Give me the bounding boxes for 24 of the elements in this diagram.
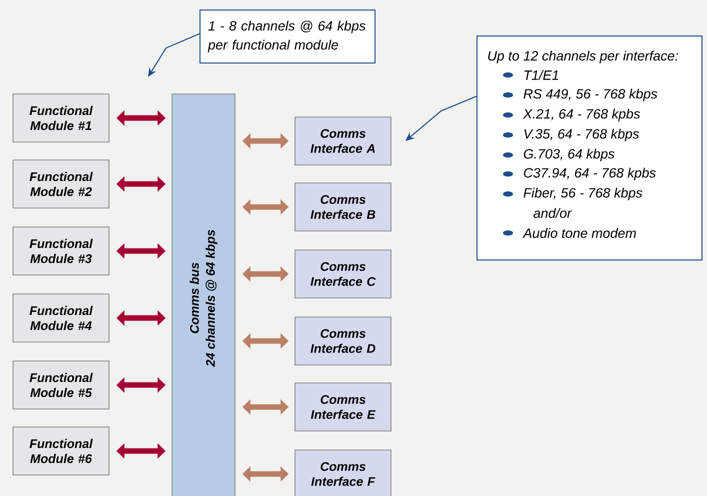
module-box: Functional Module #6 <box>12 426 110 476</box>
list-item: RS 449, 56 - 768 kbps <box>524 88 658 102</box>
module-box: Functional Module #2 <box>12 160 110 208</box>
module-box: Functional Module #3 <box>12 226 110 276</box>
list-item: Up to 12 channels per interface: <box>488 50 678 64</box>
interface-box: Comms Interface F <box>294 450 392 496</box>
interface-box: Comms Interface C <box>294 250 392 298</box>
list-item: G.703, 64 kbps <box>524 148 614 162</box>
interface-box: Comms Interface A <box>294 116 392 166</box>
bus-bar: Comms bus 24 channels @ 64 kbps <box>172 94 236 496</box>
interface-box: Comms Interface E <box>294 382 392 432</box>
list-item: V.35, 64 - 768 kbps <box>524 128 639 142</box>
interface-box: Comms Interface D <box>294 316 392 366</box>
module-box: Functional Module #1 <box>12 94 110 142</box>
list-item: T1/E1 <box>524 70 558 80</box>
callout-box: 1 - 8 channels @ 64 kbps per functional module <box>200 10 376 64</box>
list-item: Fiber, 56 - 768 kbps <box>524 188 642 200</box>
module-box: Functional Module #4 <box>12 294 110 342</box>
list-item: X.21, 64 - 768 kpbs <box>522 108 640 122</box>
list-item: C37.94, 64 - 768 kpbs <box>524 168 656 180</box>
module-box: Functional Module #5 <box>12 360 110 410</box>
list-item: and/or <box>534 208 572 218</box>
list-item: Audio tone modem <box>522 228 636 238</box>
interface-box: Comms Interface B <box>294 182 392 232</box>
